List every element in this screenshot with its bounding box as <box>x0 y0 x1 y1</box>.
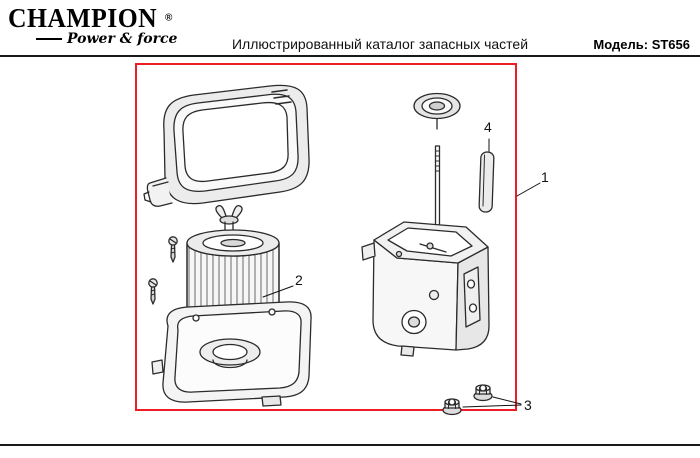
grommet-drawing <box>413 92 461 130</box>
flange-nuts-drawing <box>442 384 493 416</box>
part-callout-4: 4 <box>484 119 492 135</box>
diagram-frame <box>135 63 517 411</box>
page-title: Иллюстрированный каталог запасных частей <box>231 36 529 52</box>
footer-divider <box>0 444 700 446</box>
air-filter-cover-drawing <box>143 84 310 207</box>
wing-bolt-drawing <box>215 204 243 233</box>
brand-line: CHAMPION ® <box>8 5 188 32</box>
part-callout-3: 3 <box>524 397 532 413</box>
filter-base-tray-drawing <box>151 301 312 407</box>
leader-line-3 <box>462 396 522 408</box>
part-callout-2: 2 <box>295 272 303 288</box>
filter-housing-drawing <box>361 221 490 357</box>
leader-lines <box>262 138 541 408</box>
brand-tagline-row: Power & force <box>8 31 188 47</box>
breather-tube-drawing <box>478 151 495 213</box>
registered-mark: ® <box>164 12 173 24</box>
tagline-rule <box>36 38 62 40</box>
leader-line-2 <box>262 285 294 298</box>
part-callout-1: 1 <box>541 169 549 185</box>
brand-logo: CHAMPION ® Power & force <box>8 5 188 48</box>
brand-tagline: Power & force <box>67 31 178 47</box>
brand-name: CHAMPION <box>8 3 158 33</box>
cover-screws-drawing <box>148 236 178 305</box>
header-divider <box>0 55 700 57</box>
leader-line-1 <box>516 182 541 197</box>
model-label: Модель: ST656 <box>593 37 690 52</box>
